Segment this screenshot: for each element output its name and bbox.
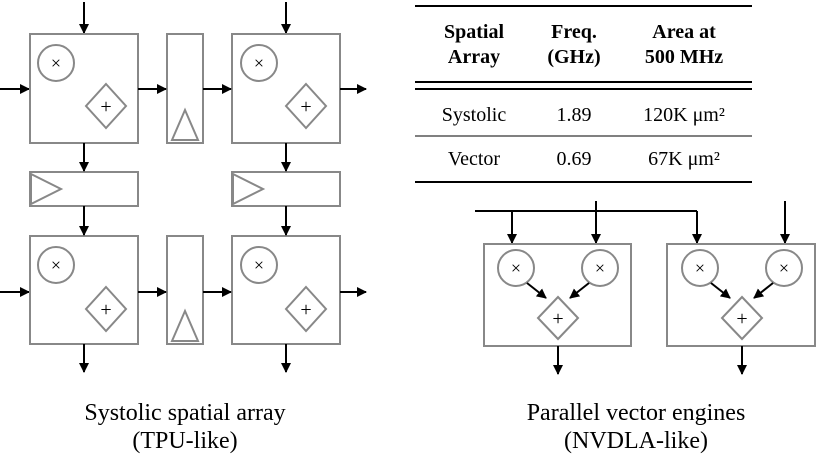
multiply-icon bbox=[37, 246, 75, 284]
systolic-array: × + × + × + × + bbox=[0, 2, 367, 454]
multiply-symbol: × bbox=[51, 255, 61, 275]
cell-array: Systolic bbox=[442, 104, 507, 126]
multiply-icon bbox=[240, 44, 278, 82]
add-symbol: + bbox=[100, 299, 111, 321]
add-icon bbox=[284, 82, 328, 130]
multiply-icon bbox=[37, 44, 75, 82]
multiply-symbol: × bbox=[695, 258, 705, 278]
add-symbol: + bbox=[300, 96, 311, 118]
multiply-symbol: × bbox=[254, 255, 264, 275]
table-row: Vector 0.69 67K μm² bbox=[448, 148, 720, 170]
pipeline-register-vertical-bottom bbox=[166, 235, 204, 345]
header-spatial-line2: Array bbox=[448, 46, 500, 68]
pe-box bbox=[231, 235, 341, 345]
multiply-symbol: × bbox=[254, 53, 264, 73]
flow-arrow bbox=[753, 282, 774, 299]
flow-arrow bbox=[710, 282, 731, 299]
pipeline-register-horizontal-left bbox=[29, 171, 139, 207]
multiply-icon bbox=[581, 249, 619, 287]
header-freq-line2: (GHz) bbox=[547, 46, 600, 68]
add-icon bbox=[84, 285, 128, 333]
multiply-icon bbox=[497, 249, 535, 287]
pe-top-left: × + bbox=[29, 33, 139, 144]
pipeline-register-horizontal-right bbox=[231, 171, 341, 207]
header-area-line1: Area at bbox=[652, 21, 716, 43]
add-symbol: + bbox=[552, 308, 563, 330]
multiply-icon bbox=[765, 249, 803, 287]
header-freq-line1: Freq. bbox=[551, 21, 597, 43]
register-triangle-icon bbox=[170, 308, 200, 342]
multiply-symbol: × bbox=[779, 258, 789, 278]
flow-arrow bbox=[526, 282, 547, 299]
multiply-symbol: × bbox=[595, 258, 605, 278]
register-triangle-icon bbox=[232, 172, 266, 206]
add-icon bbox=[720, 295, 764, 341]
multiply-symbol: × bbox=[51, 53, 61, 73]
vector-engine-2: × × + bbox=[666, 243, 816, 375]
register-triangle-icon bbox=[30, 172, 64, 206]
table-row: Systolic 1.89 120K μm² bbox=[442, 104, 725, 126]
pe-bottom-right: × + bbox=[231, 235, 341, 345]
systolic-caption-line2: (TPU-like) bbox=[132, 428, 237, 454]
cell-area: 67K μm² bbox=[648, 148, 720, 170]
multiply-icon bbox=[240, 246, 278, 284]
pe-top-right: × + bbox=[231, 33, 341, 144]
header-area-line2: 500 MHz bbox=[645, 46, 723, 68]
flow-arrow bbox=[569, 282, 590, 299]
register-triangle-icon bbox=[170, 107, 200, 141]
vector-caption-line1: Parallel vector engines bbox=[527, 400, 746, 426]
pe-bottom-left: × + bbox=[29, 235, 139, 345]
add-symbol: + bbox=[736, 308, 747, 330]
add-icon bbox=[84, 82, 128, 130]
vector-caption-line2: (NVDLA-like) bbox=[564, 428, 708, 454]
vector-engines: × × + × × + Parallel vector engines (NVD… bbox=[475, 201, 816, 454]
multiply-symbol: × bbox=[511, 258, 521, 278]
vector-engine-1: × × + bbox=[483, 243, 632, 375]
cell-area: 120K μm² bbox=[643, 104, 725, 126]
pipeline-register-vertical-top bbox=[166, 33, 204, 144]
cell-freq: 0.69 bbox=[557, 148, 592, 170]
add-symbol: + bbox=[300, 299, 311, 321]
systolic-caption-line1: Systolic spatial array bbox=[84, 400, 285, 426]
header-spatial-line1: Spatial bbox=[444, 21, 504, 43]
cell-array: Vector bbox=[448, 148, 501, 170]
add-icon bbox=[284, 285, 328, 333]
comparison-table: Spatial Array Freq. (GHz) Area at 500 MH… bbox=[415, 5, 752, 183]
add-icon bbox=[536, 295, 580, 341]
multiply-icon bbox=[681, 249, 719, 287]
add-symbol: + bbox=[100, 96, 111, 118]
cell-freq: 1.89 bbox=[557, 104, 592, 126]
